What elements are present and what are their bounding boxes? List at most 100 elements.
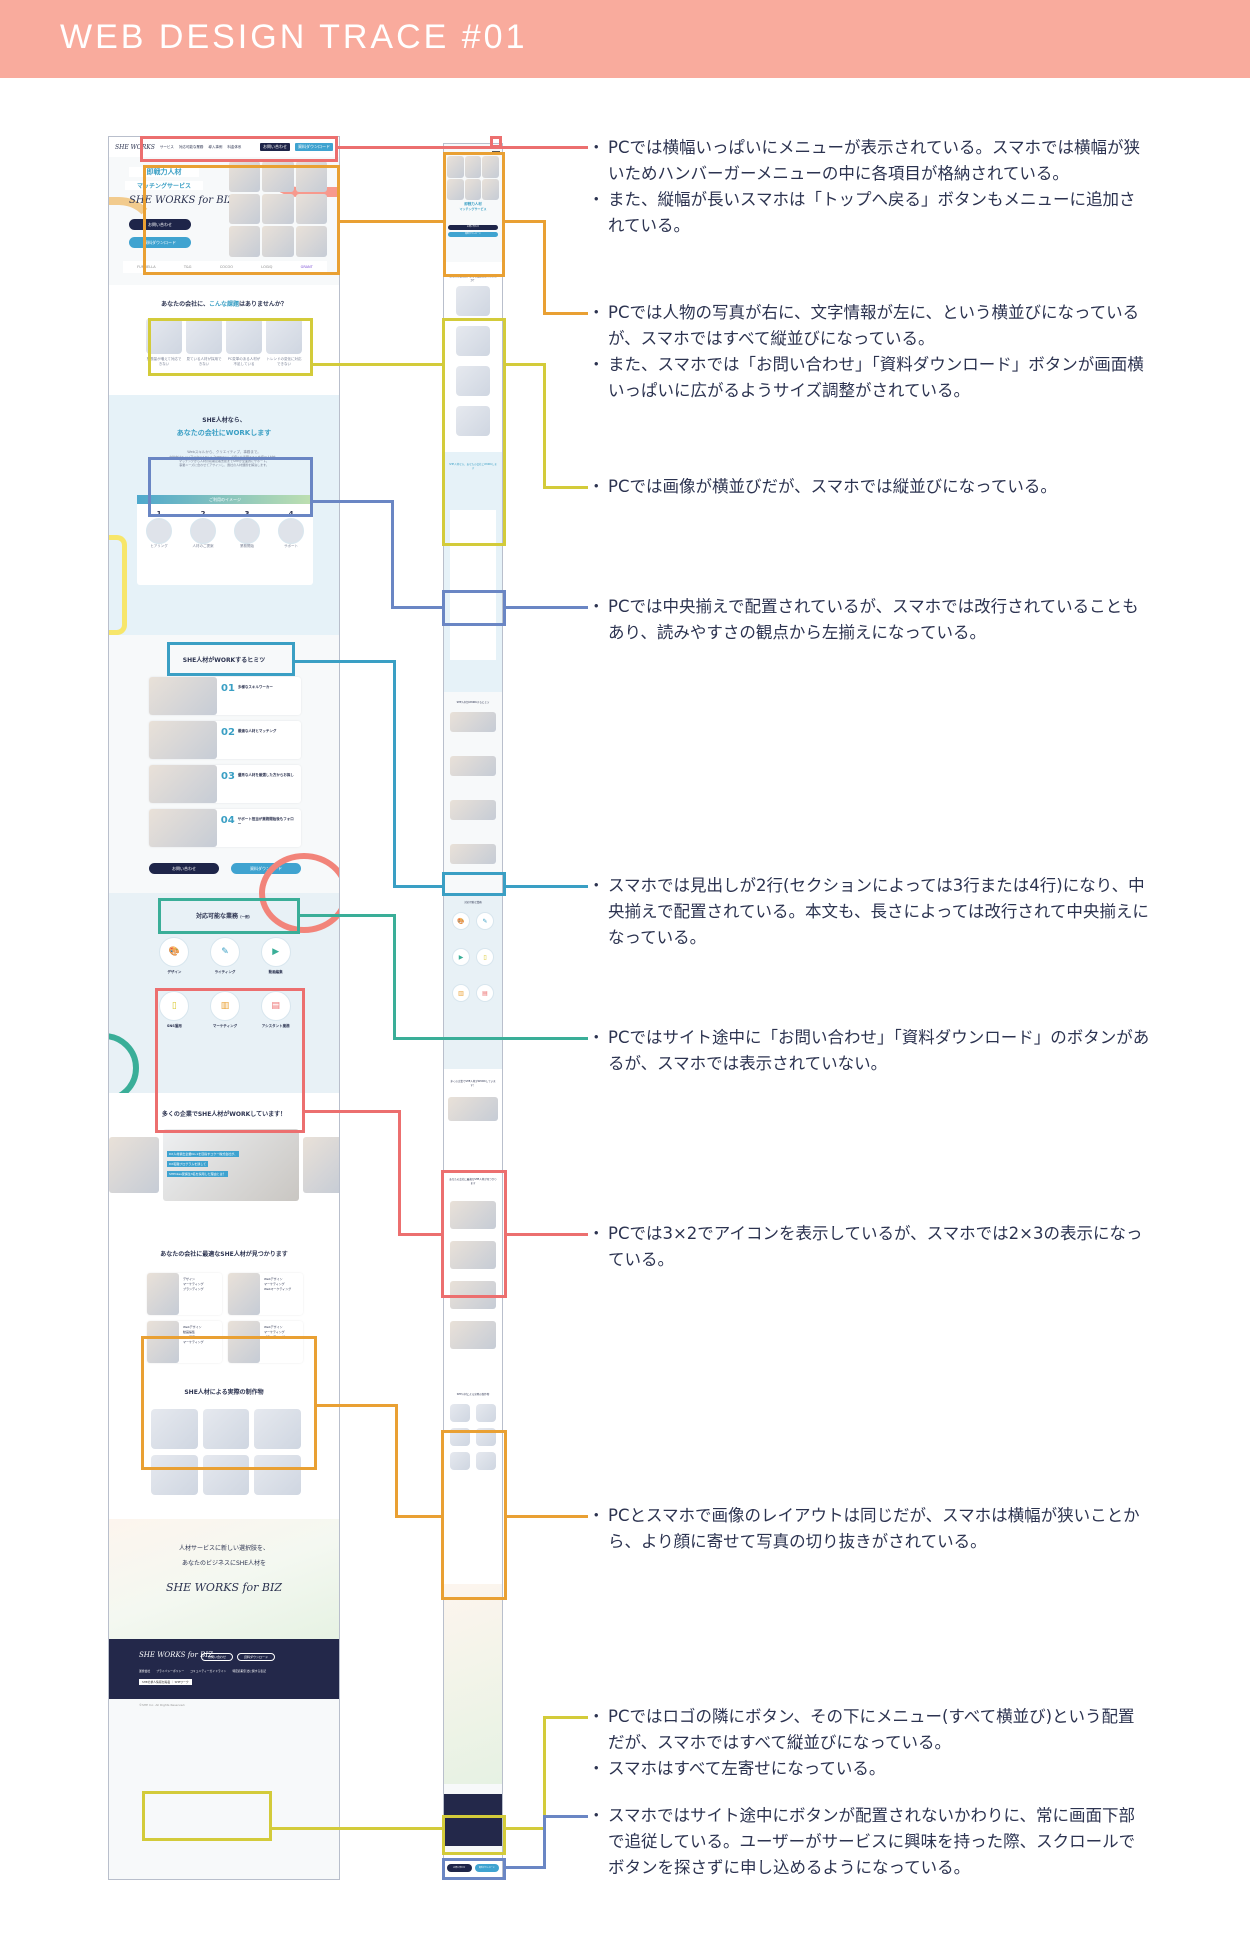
client-logos: FUNDELLA T&G COCOO LOGIQ GRANT: [123, 261, 327, 273]
issues-title-highlight: こんな課題: [208, 301, 239, 308]
step-illustration: [278, 518, 304, 544]
sp-secret: SHE人材がWORKするヒミツ: [444, 692, 502, 892]
work-thumbnail[interactable]: [450, 1404, 470, 1422]
work-thumbnail[interactable]: [476, 1428, 496, 1446]
pc-nav: SHE WORKS サービス 対応可能な業務 導入事例 料金体系 お問い合わせ …: [109, 137, 339, 157]
step-illustration: [234, 518, 260, 544]
hero-contact-button[interactable]: お問い合わせ: [129, 219, 191, 230]
hero-download-button[interactable]: 資料ダウンロード: [129, 237, 191, 248]
pc-footer: SHE WORKS for BIZ お問い合わせ 資料ダウンロード 運営会社 プ…: [109, 1639, 339, 1699]
page-header: WEB DESIGN TRACE #01: [0, 0, 1250, 78]
issue-illustration: [456, 326, 490, 356]
step-illustration: [146, 518, 172, 544]
work-body: Webスキルから、クリエイティブ、事務まで。 女性向けキャリアスクールNo.1「…: [149, 450, 299, 467]
sp-services-grid: 🎨 ✎ ▶ ▯ ▥ ▤: [452, 912, 494, 1002]
pencil-icon: ✎: [209, 937, 240, 967]
secret-number: 03: [221, 771, 235, 782]
client-logo: LOGIQ: [261, 265, 273, 269]
person-photo: [295, 226, 327, 257]
footer-link[interactable]: コミュニティーガイドライン: [190, 1669, 227, 1673]
pc-nav-contact-button[interactable]: お問い合わせ: [260, 143, 290, 151]
pc-cases-section: 多くの企業でSHE人材がWORKしています！ DX人材輩出企業No.1を目指すコ…: [109, 1093, 339, 1229]
work-thumbnail[interactable]: [450, 1452, 470, 1470]
pc-logo[interactable]: SHE WORKS: [115, 143, 155, 151]
issues-title-pre: あなたの会社に、: [161, 301, 209, 308]
monitor-icon: ▤: [260, 991, 291, 1021]
footer-link[interactable]: プライバシーポリシー: [156, 1669, 185, 1673]
case-banner[interactable]: DX人材輩出企業No.1を目指すコクー株式会社が、 DX転職プログラムを通して …: [163, 1129, 299, 1201]
talent-title: あなたの会社に最適なSHE人材が見つかります: [160, 1251, 288, 1258]
connector-line: [543, 1716, 588, 1719]
sp-case-banner[interactable]: [448, 1097, 498, 1121]
sp-hero-download-button[interactable]: 資料ダウンロード: [448, 232, 498, 237]
pc-nav-item[interactable]: 対応可能な業務: [178, 144, 204, 149]
decor-ribbon: [109, 535, 127, 635]
work-thumbnail[interactable]: [254, 1455, 301, 1495]
issue-label: 見ている人材が採用できない: [186, 357, 222, 366]
secret-title: SHE人材がWORKするヒミツ: [182, 657, 266, 664]
pc-cta-section: 人材サービスに新しい選択肢を、 あなたのビジネスにSHE人材を SHE WORK…: [109, 1519, 339, 1639]
annotation-note: スマホでは見出しが2行(セクションによっては3行または4行)になり、中央揃えで配…: [588, 873, 1150, 951]
work-thumbnail[interactable]: [476, 1452, 496, 1470]
note-bullet: また、スマホでは「お問い合わせ」「資料ダウンロード」ボタンが画面横いっぱいに広が…: [588, 352, 1150, 404]
work-thumbnail[interactable]: [450, 1428, 470, 1446]
sp-work-title: SHE人材なら、あなたの会社にWORKします: [449, 463, 497, 470]
secret-contact-button[interactable]: お問い合わせ: [149, 863, 219, 874]
work-thumbnail[interactable]: [151, 1455, 198, 1495]
connector-line: [398, 1233, 441, 1236]
secret-photo: [450, 800, 496, 820]
pc-nav-item[interactable]: 料金体系: [227, 144, 242, 149]
work-thumbnail[interactable]: [254, 1409, 301, 1449]
work-thumbnail[interactable]: [202, 1455, 250, 1495]
footer-download-button[interactable]: 資料ダウンロード: [237, 1653, 276, 1661]
skill: ブランディング: [264, 1335, 285, 1339]
footer-link[interactable]: 特定商取引法に関する表記: [232, 1669, 266, 1673]
annotation-note: PCではロゴの隣にボタン、その下にメニュー(すべて横並び)という配置だが、スマホ…: [588, 1704, 1150, 1782]
issue-card: トレンドの変化に対応できない: [266, 318, 302, 367]
pc-nav-item[interactable]: 導入事例: [208, 144, 223, 149]
secret-download-button[interactable]: 資料ダウンロード: [231, 863, 301, 874]
work-thumbnail[interactable]: [151, 1409, 198, 1449]
pc-services-section: 対応可能な業務（一例） 🎨デザイン ✎ライティング ▶動画編集 ▯SNS運用 ▥…: [109, 853, 339, 1103]
services-grid: 🎨デザイン ✎ライティング ▶動画編集 ▯SNS運用 ▥マーケティング ▤アシス…: [149, 937, 301, 1029]
sp-hero-photos: [447, 156, 499, 200]
footer-logo[interactable]: SHE WORKS for BIZ: [139, 1651, 213, 1659]
service-label: ライティング: [214, 970, 236, 974]
step-label: サポート: [284, 544, 298, 548]
talent-photo: [450, 1321, 496, 1349]
connector-line: [340, 220, 443, 223]
footer-contact-button[interactable]: お問い合わせ: [201, 1653, 234, 1661]
pc-nav-download-button[interactable]: 資料ダウンロード: [295, 143, 333, 151]
sp-fixed-download-button[interactable]: 資料ダウンロード: [474, 1864, 499, 1872]
issue-illustration: [186, 318, 222, 354]
decor-ribbon: [259, 853, 339, 933]
talent-card: デザインマーケティングブランディング: [147, 1273, 222, 1315]
case-banner-prev[interactable]: [109, 1137, 159, 1193]
step-number: 2: [200, 510, 206, 518]
connector-line: [391, 606, 442, 609]
issue-illustration: [456, 286, 490, 316]
work-thumbnail[interactable]: [476, 1404, 496, 1422]
secret-number: 01: [221, 683, 235, 694]
pc-nav-item[interactable]: サービス: [159, 144, 174, 149]
case-banner-next[interactable]: [303, 1137, 339, 1193]
sp-fixed-contact-button[interactable]: お問い合わせ: [447, 1864, 472, 1872]
sp-site-mockup: 即戦力人材 マッチングサービス お問い合わせ 資料ダウンロード あなたの会社に、…: [443, 143, 503, 1878]
sp-hero: 即戦力人材 マッチングサービス お問い合わせ 資料ダウンロード: [444, 154, 502, 262]
annotation-note: PCではサイト途中に「お問い合わせ」「資料ダウンロード」のボタンがあるが、スマホ…: [588, 1025, 1150, 1077]
pc-issues-section: あなたの会社に、こんな課題はありませんか？ 業務量が増えて対応できない 見ている…: [109, 285, 339, 395]
page-title: WEB DESIGN TRACE #01: [60, 18, 528, 56]
footer-badge[interactable]: SHEの求人情報を掲載 ｜ SHEワーク: [139, 1679, 192, 1685]
note-bullet: PCとスマホで画像のレイアウトは同じだが、スマホは横幅が狭いことから、より顔に寄…: [588, 1503, 1150, 1555]
issue-illustration: [266, 318, 302, 354]
service-label: デザイン: [167, 970, 182, 974]
sp-hero-contact-button[interactable]: お問い合わせ: [448, 225, 498, 230]
connector-line: [543, 1815, 588, 1818]
footer-link[interactable]: 運営会社: [139, 1669, 151, 1673]
hero-line2: マッチングサービス: [125, 181, 203, 190]
talent-photo: [450, 1241, 496, 1269]
work-thumbnail[interactable]: [202, 1409, 250, 1449]
